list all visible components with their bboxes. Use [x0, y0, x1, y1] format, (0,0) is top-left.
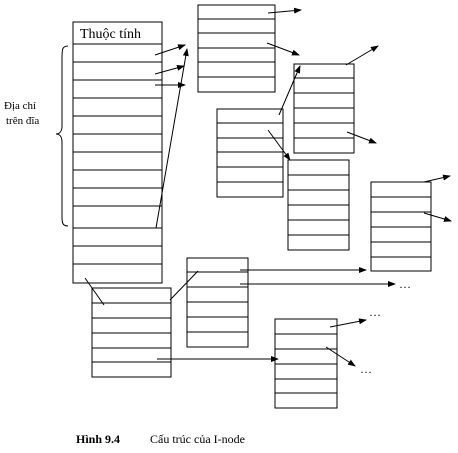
disk-address-label-line2: trên đĩa: [6, 115, 39, 127]
caption-number: Hình 9.4: [76, 432, 120, 446]
inode-table: Thuộc tính: [72, 21, 163, 284]
inode-attribute-label: Thuộc tính: [80, 27, 141, 42]
continuation-mark-2: …: [369, 305, 381, 319]
block-e: [370, 181, 432, 272]
block-g: [186, 257, 249, 348]
block-h: [274, 318, 338, 409]
double-indirect-block: [91, 287, 172, 378]
block-d: [287, 159, 350, 251]
pointer-arrows: [84, 7, 452, 367]
block-c: [293, 63, 355, 154]
disk-address-label-line1: Địa chỉ: [4, 100, 36, 112]
block-a: [197, 4, 276, 93]
single-indirect-block: [216, 108, 284, 198]
continuation-mark-3: …: [360, 362, 372, 376]
continuation-mark-1: …: [399, 277, 411, 291]
disk-address-brace: [55, 45, 69, 227]
caption-text: Cấu trúc của I-node: [150, 432, 245, 446]
